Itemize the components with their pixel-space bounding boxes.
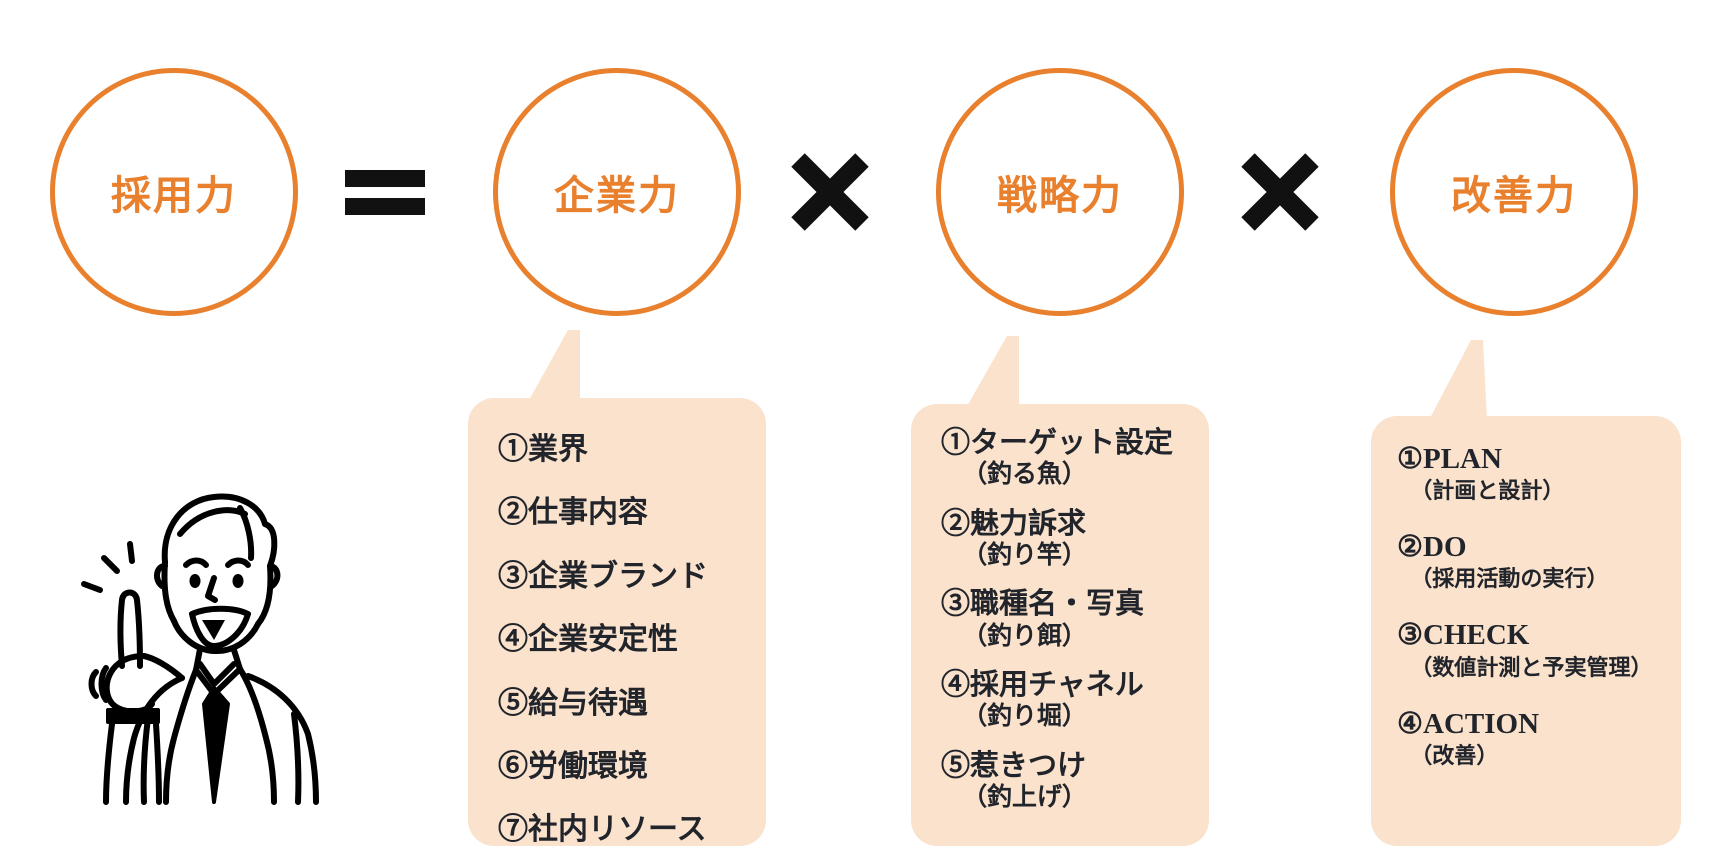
list-item: ④企業安定性 — [498, 623, 678, 657]
list-item: ①ターゲット設定 （釣る魚） — [941, 427, 1174, 489]
list-item: ③CHECK （数値計測と予実管理） — [1397, 619, 1653, 680]
circle-label-senryaku-ryoku: 戦略力 — [997, 173, 1123, 218]
list-item: ④ACTION （改善） — [1397, 707, 1540, 768]
multiply-sign-icon — [775, 137, 885, 247]
circle-label-saiyou-ryoku: 採用力 — [111, 173, 237, 218]
list-item: ⑥労働環境 — [498, 749, 648, 783]
circle-kaizen-ryoku: 改善力 — [1390, 68, 1638, 316]
list-item: ⑤惹きつけ （釣上げ） — [941, 749, 1087, 811]
list-item: ③企業ブランド — [498, 559, 708, 593]
callout-kigyou-ryoku: ①業界 ②仕事内容 ③企業ブランド ④企業安定性 ⑤給与待遇 ⑥労働環境 ⑦社内… — [468, 398, 766, 846]
circle-saiyou-ryoku: 採用力 — [50, 68, 298, 316]
list-item: ①業界 — [498, 433, 588, 466]
list-item: ③職種名・写真 （釣り餌） — [941, 588, 1145, 650]
businessman-pointing-up-illustration — [62, 466, 362, 806]
circle-kigyou-ryoku: 企業力 — [493, 68, 741, 316]
callout-senryaku-list: ①ターゲット設定 （釣る魚） ②魅力訴求 （釣り竿） ③職種名・写真 （釣り餌）… — [911, 404, 1209, 846]
callout-tail-senryaku — [966, 336, 1019, 408]
callout-tail-kaizen — [1429, 340, 1487, 420]
list-item: ②仕事内容 — [498, 496, 648, 530]
circle-label-kigyou-ryoku: 企業力 — [554, 173, 680, 218]
list-item: ②DO （採用活動の実行） — [1397, 531, 1609, 592]
list-item: ④採用チャネル （釣り堀） — [941, 668, 1144, 731]
callout-kigyou-list: ①業界 ②仕事内容 ③企業ブランド ④企業安定性 ⑤給与待遇 ⑥労働環境 ⑦社内… — [468, 398, 766, 846]
multiply-sign-icon — [1225, 137, 1335, 247]
callout-kaizen-ryoku: ①PLAN （計画と設計） ②DO （採用活動の実行） ③CHECK （数値計測… — [1371, 416, 1681, 846]
circle-senryaku-ryoku: 戦略力 — [936, 68, 1184, 316]
list-item: ⑦社内リソース — [498, 813, 707, 847]
list-item: ①PLAN （計画と設計） — [1397, 443, 1565, 504]
callout-senryaku-ryoku: ①ターゲット設定 （釣る魚） ②魅力訴求 （釣り竿） ③職種名・写真 （釣り餌）… — [911, 404, 1209, 846]
list-item: ②魅力訴求 （釣り竿） — [941, 507, 1087, 569]
recruiting-formula-row: 採用力 企業力 戦略力 — [0, 60, 1711, 320]
equals-sign-icon — [330, 137, 440, 247]
circle-label-kaizen-ryoku: 改善力 — [1451, 173, 1577, 218]
callout-tail-kigyou — [528, 330, 580, 402]
list-item: ⑤給与待遇 — [498, 686, 648, 720]
callout-kaizen-list: ①PLAN （計画と設計） ②DO （採用活動の実行） ③CHECK （数値計測… — [1371, 416, 1681, 846]
